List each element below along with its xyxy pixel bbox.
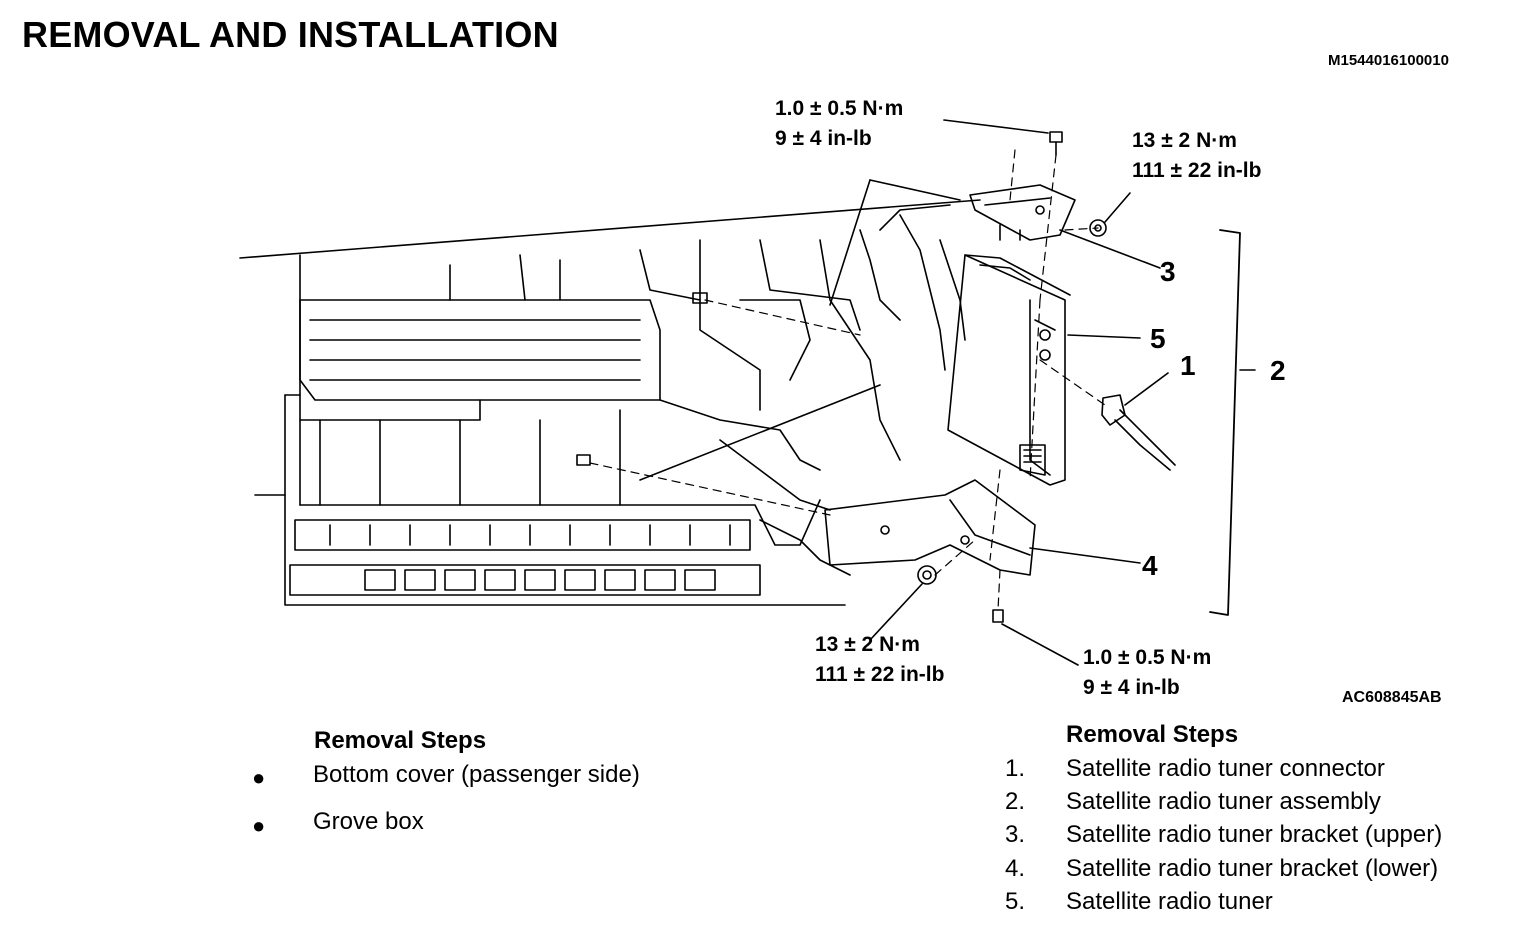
torque-nm: 13 ± 2 N·m bbox=[1132, 129, 1237, 152]
tuner-box bbox=[947, 254, 1071, 486]
callout-4: 4 bbox=[1142, 550, 1158, 581]
removal-step-number: 3. bbox=[1005, 821, 1026, 848]
removal-step-text: Satellite radio tuner bracket (lower) bbox=[1066, 855, 1439, 882]
torque-spec-bottom-right: 1.0 ± 0.5 N·m 9 ± 4 in-lb bbox=[1083, 643, 1211, 703]
torque-nm: 13 ± 2 N·m bbox=[815, 633, 920, 656]
torque-inlb: 9 ± 4 in-lb bbox=[775, 127, 872, 150]
document-id: M1544016100010 bbox=[1328, 52, 1449, 69]
upper-bracket bbox=[969, 184, 1076, 241]
torque-nm: 1.0 ± 0.5 N·m bbox=[775, 97, 904, 120]
removal-step-number: 1. bbox=[1005, 755, 1026, 782]
removal-heading: Removal Steps bbox=[1066, 721, 1239, 748]
removal-step-text: Satellite radio tuner bracket (upper) bbox=[1066, 821, 1443, 848]
pre-removal-heading: Removal Steps bbox=[314, 727, 487, 754]
callout-3: 3 bbox=[1160, 256, 1176, 287]
bullet-icon: ● bbox=[252, 813, 266, 838]
removal-step-text: Satellite radio tuner bbox=[1066, 888, 1273, 915]
harness-connector bbox=[1101, 394, 1176, 471]
torque-spec-top-right: 13 ± 2 N·m 111 ± 22 in-lb bbox=[1132, 126, 1261, 186]
torque-inlb: 111 ± 22 in-lb bbox=[815, 663, 945, 686]
torque-spec-bottom-left: 13 ± 2 N·m 111 ± 22 in-lb bbox=[815, 630, 944, 690]
callout-2: 2 bbox=[1270, 355, 1286, 386]
removal-step-text: Satellite radio tuner connector bbox=[1066, 755, 1385, 782]
removal-step-number: 4. bbox=[1005, 855, 1026, 882]
fasteners bbox=[576, 131, 1107, 623]
lower-bracket bbox=[824, 479, 1036, 576]
page-title: REMOVAL AND INSTALLATION bbox=[22, 14, 559, 55]
torque-inlb: 9 ± 4 in-lb bbox=[1083, 676, 1180, 699]
torque-inlb: 111 ± 22 in-lb bbox=[1132, 159, 1262, 182]
pre-removal-item: Bottom cover (passenger side) bbox=[313, 761, 640, 788]
alignment-lines bbox=[589, 149, 1106, 611]
pre-removal-item: Grove box bbox=[313, 808, 424, 835]
leader-lines bbox=[639, 119, 1256, 666]
removal-step-number: 2. bbox=[1005, 788, 1026, 815]
callout-1: 1 bbox=[1180, 350, 1196, 381]
bullet-icon: ● bbox=[252, 765, 266, 790]
assembly-bracket-2 bbox=[1209, 229, 1241, 616]
figure-id: AC608845AB bbox=[1342, 689, 1442, 706]
torque-nm: 1.0 ± 0.5 N·m bbox=[1083, 646, 1212, 669]
removal-step-text: Satellite radio tuner assembly bbox=[1066, 788, 1381, 815]
removal-step-number: 5. bbox=[1005, 888, 1026, 915]
torque-spec-top-left: 1.0 ± 0.5 N·m 9 ± 4 in-lb bbox=[775, 94, 903, 154]
dashboard-outline bbox=[239, 199, 981, 606]
callout-5: 5 bbox=[1150, 323, 1166, 354]
lower-vent-grill bbox=[289, 519, 761, 596]
